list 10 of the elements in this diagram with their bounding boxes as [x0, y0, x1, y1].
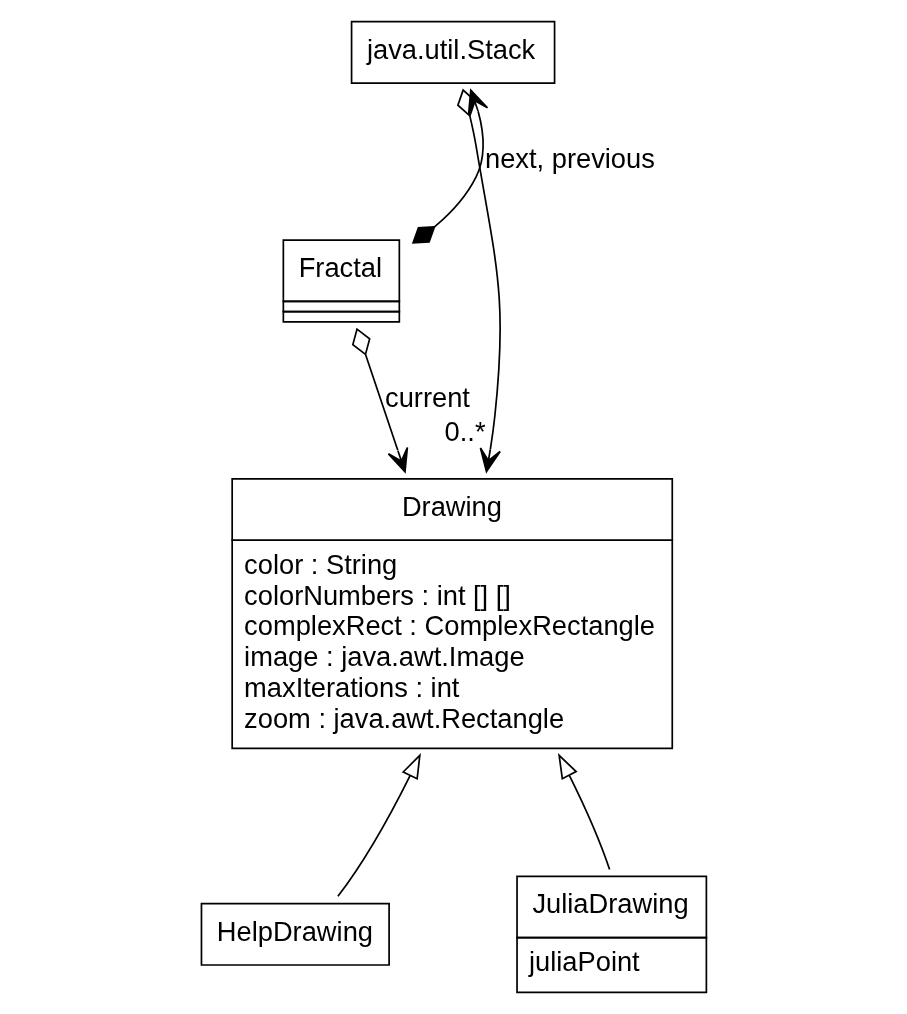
node-box: java.util.Stack	[350, 20, 556, 84]
arrow	[456, 88, 501, 473]
arrow	[337, 753, 421, 898]
arrow	[557, 753, 611, 871]
edge-label: next, previous	[485, 143, 655, 175]
edge-label: current	[385, 381, 470, 413]
edge-label: 0..*	[444, 416, 486, 448]
arrow	[411, 89, 489, 244]
arrow	[351, 327, 409, 473]
node-box: HelpDrawing	[200, 902, 390, 966]
